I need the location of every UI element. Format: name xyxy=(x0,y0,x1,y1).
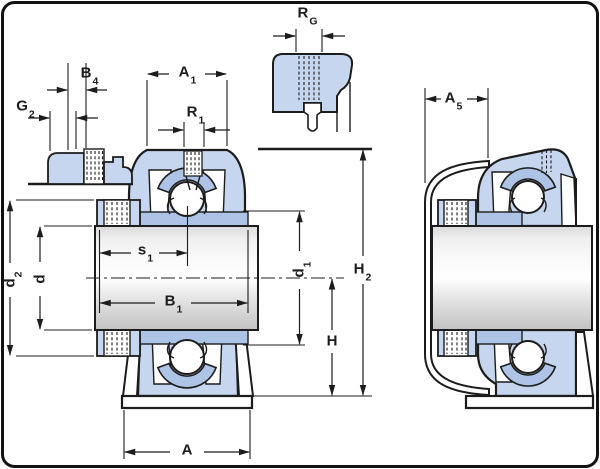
dim-label-b4: B4 xyxy=(80,64,99,87)
dim-label-r1-base: R xyxy=(186,103,198,121)
dim-label-a-base: A xyxy=(181,441,193,459)
dim-label-a5: A5 xyxy=(444,89,463,112)
dim-label-a1: A1 xyxy=(178,63,197,86)
dim-label-r1-sub: 1 xyxy=(198,114,205,127)
dim-label-d1-base: d xyxy=(290,268,308,278)
side-view xyxy=(424,148,595,410)
dim-label-rg-base: R xyxy=(297,4,309,22)
grease-passage-front xyxy=(183,150,203,191)
dim-label-d2-sub: 2 xyxy=(12,271,25,278)
ball-front-bottom xyxy=(169,339,205,375)
dim-label-s1-base: s xyxy=(137,241,147,259)
dim-label-rg-sub: G xyxy=(309,15,318,28)
dim-label-s1: s1 xyxy=(137,241,153,264)
ball-side-top xyxy=(511,180,545,214)
dim-label-h: H xyxy=(327,334,338,349)
end-cover xyxy=(424,159,490,397)
dim-label-b4-base: B xyxy=(80,64,92,82)
dim-label-b1-sub: 1 xyxy=(176,303,183,316)
dim-label-s1-sub: 1 xyxy=(147,252,154,265)
ball-side-bottom xyxy=(511,340,545,374)
dim-label-b1-base: B xyxy=(164,292,176,310)
detail-grease-recess xyxy=(272,53,354,132)
dim-label-a: A xyxy=(182,443,193,458)
dim-label-h-base: H xyxy=(326,332,338,350)
dim-label-r1: R1 xyxy=(186,103,205,126)
dim-label-a1-sub: 1 xyxy=(190,74,197,87)
dim-label-d2-base: d xyxy=(1,278,19,288)
dim-label-d-base: d xyxy=(31,274,49,284)
dim-label-a5-base: A xyxy=(444,89,456,107)
dim-label-d2: d2 xyxy=(1,271,25,288)
dimension-lines xyxy=(6,29,489,459)
dim-label-h2-base: H xyxy=(353,260,365,278)
dim-label-g2-sub: 2 xyxy=(28,108,35,121)
dim-label-a5-sub: 5 xyxy=(456,100,463,113)
dim-label-h2-sub: 2 xyxy=(365,271,372,284)
dim-label-b4-sub: 4 xyxy=(92,75,99,88)
dim-label-b1: B1 xyxy=(164,292,183,315)
detail-collar-section xyxy=(28,148,133,186)
dim-label-h2: H2 xyxy=(353,260,372,283)
dim-label-g2-base: G xyxy=(16,97,28,115)
dim-label-a1-base: A xyxy=(178,63,190,81)
shaft-side xyxy=(431,225,593,331)
dim-label-rg: RG xyxy=(297,4,317,27)
dim-label-g2: G2 xyxy=(16,97,35,120)
dim-label-d1-sub: 1 xyxy=(301,261,314,268)
dim-label-d1: d1 xyxy=(290,261,314,278)
grub-screw-collar-front xyxy=(96,199,141,357)
dim-label-d: d xyxy=(31,274,49,284)
